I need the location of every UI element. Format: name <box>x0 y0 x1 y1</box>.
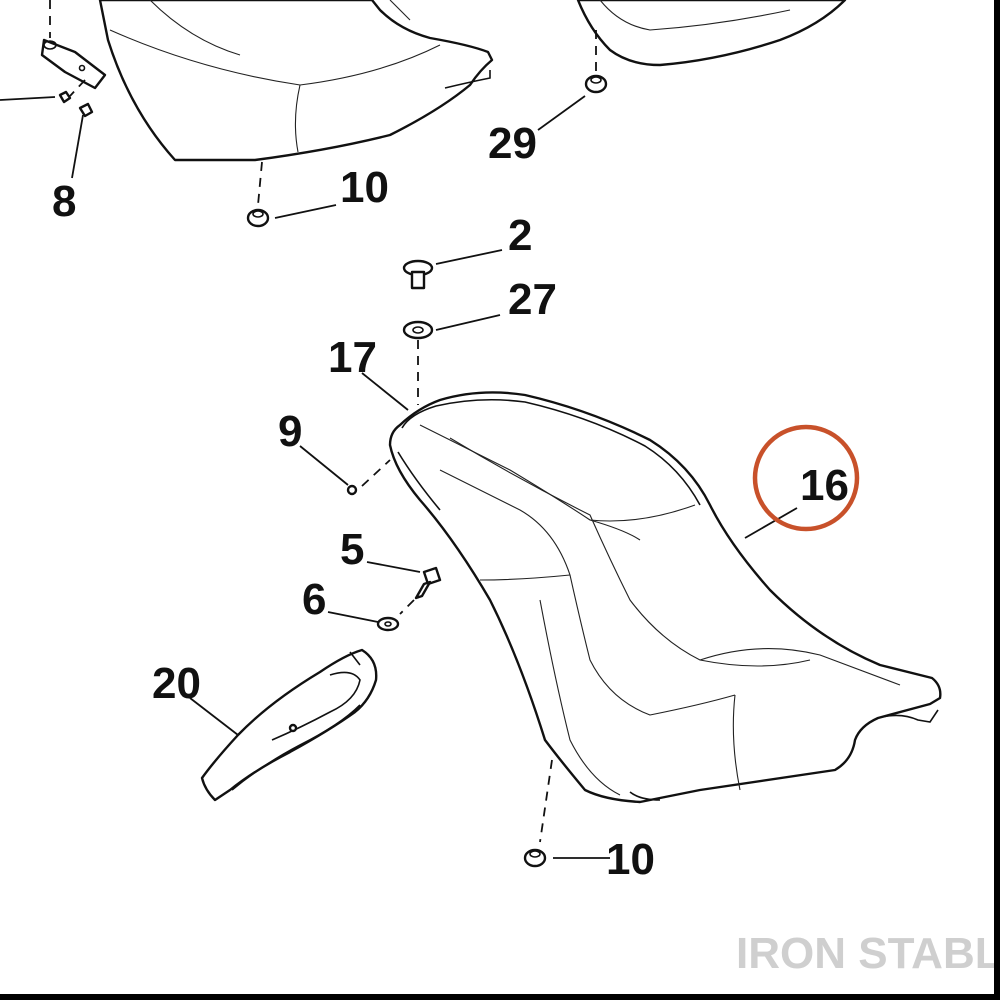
callout-16: 16 <box>800 461 849 510</box>
callout-10-top: 10 <box>340 163 389 212</box>
screw-2 <box>402 249 503 290</box>
callout-9: 9 <box>278 407 302 456</box>
callout-29: 29 <box>488 119 537 168</box>
callout-6: 6 <box>302 575 326 624</box>
callout-17: 17 <box>328 333 377 382</box>
callout-8: 8 <box>52 177 76 226</box>
callout-20: 20 <box>152 659 201 708</box>
callout-27: 27 <box>508 275 557 324</box>
grommet-bottom <box>523 848 610 868</box>
nut-17 <box>361 372 409 411</box>
screw-9 <box>299 445 391 496</box>
upper-left-seat <box>98 0 494 162</box>
washer-27 <box>402 314 501 405</box>
highlight-16 <box>744 424 860 539</box>
grab-strap-20 <box>189 648 378 802</box>
bolt-5 <box>366 561 442 615</box>
main-seat-16 <box>388 391 942 843</box>
washer-6 <box>327 611 400 632</box>
seat-bracket <box>0 0 107 179</box>
grommet-top <box>246 161 337 228</box>
upper-right-seat <box>537 0 847 131</box>
watermark-logo: IRON STABLE <box>736 929 994 978</box>
callout-5: 5 <box>340 525 364 574</box>
callout-2: 2 <box>508 211 532 260</box>
callout-10-bottom: 10 <box>606 835 655 884</box>
